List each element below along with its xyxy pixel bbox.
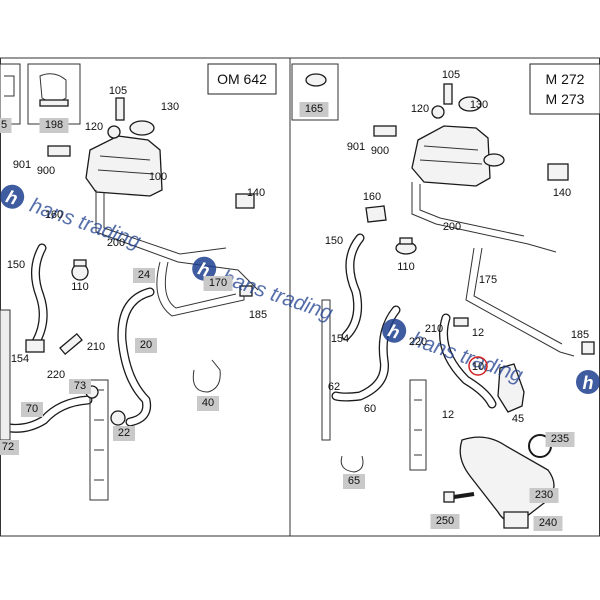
seal-240: [503, 511, 529, 529]
callout-left-22: 22: [118, 427, 130, 439]
callout-right-210-13: 210: [425, 323, 443, 335]
callout-left-70-box: [21, 402, 43, 417]
watermark-4-logo: h: [576, 370, 600, 394]
callout-right-10-18-highlight-ring: [468, 356, 488, 376]
callout-right-120-2: 120: [411, 103, 429, 115]
callout-left-154: 154: [11, 353, 29, 365]
callout-right-12-15: 12: [472, 327, 484, 339]
callout-right-62-17: 62: [328, 381, 340, 393]
callout-left-24: 24: [138, 269, 150, 281]
callout-right-250-25-box: [430, 514, 460, 529]
callout-left-110: 110: [71, 281, 89, 293]
callout-left-edge-fragment-box: [0, 118, 12, 133]
callout-right-901-4: 901: [347, 141, 365, 153]
callout-left-170: 170: [209, 277, 227, 289]
callout-left-220: 220: [47, 369, 65, 381]
callout-left-140: 140: [247, 187, 265, 199]
callout-right-65-23: 65: [348, 475, 360, 487]
callout-right-165-0-box: [299, 102, 329, 117]
callout-right-235-22-box: [545, 432, 575, 447]
engine-label-left: OM 642: [217, 71, 267, 87]
thermostat-housing-230: [459, 436, 555, 523]
inset-box-a: [0, 63, 21, 125]
callout-left-200: 200: [107, 237, 125, 249]
callout-left-72: 72: [2, 441, 14, 453]
callout-left-73-box: [69, 379, 91, 394]
callout-left-160: 160: [45, 209, 63, 221]
callout-right-154-12: 154: [331, 333, 349, 345]
engine-label-right-1: M 272: [546, 71, 585, 87]
expansion-tank-left: [85, 135, 163, 197]
callout-left-900: 900: [37, 165, 55, 177]
callout-right-220-14: 220: [409, 336, 427, 348]
callout-left-40-box: [197, 396, 219, 411]
callout-left-22-box: [113, 426, 135, 441]
callout-right-235-22: 235: [551, 433, 569, 445]
callout-left-901: 901: [13, 159, 31, 171]
callout-left-198-box: [39, 118, 69, 133]
engine-label-box-right: [529, 63, 600, 115]
expansion-tank-right: [411, 125, 491, 187]
clamp-40: [192, 359, 221, 393]
callout-left-edge-fragment: 5: [1, 119, 7, 131]
callout-left-170-box: [203, 276, 233, 291]
clip-185-left: [239, 285, 253, 297]
callout-left-210: 210: [87, 341, 105, 353]
callout-right-150-9: 150: [325, 235, 343, 247]
callout-right-200-8: 200: [443, 221, 461, 233]
callout-left-120: 120: [85, 121, 103, 133]
callout-left-198: 198: [45, 119, 63, 131]
callout-left-40: 40: [202, 397, 214, 409]
callout-right-65-23-box: [343, 474, 365, 489]
callout-left-72-box: [0, 440, 19, 455]
engine-label-box-left: [207, 63, 277, 95]
callout-left-20: 20: [140, 339, 152, 351]
callout-left-185: 185: [249, 309, 267, 321]
callout-right-45-21: 45: [512, 413, 524, 425]
clip-140-left: [235, 193, 255, 209]
callout-right-240-26: 240: [539, 517, 557, 529]
callout-left-130: 130: [161, 101, 179, 113]
engine-label-right-2: M 273: [546, 91, 585, 107]
callout-left-105: 105: [109, 85, 127, 97]
callout-right-140-7: 140: [553, 187, 571, 199]
watermark-logo-4: h: [583, 373, 594, 393]
callout-right-60-19: 60: [364, 403, 376, 415]
callout-right-230-24: 230: [535, 489, 553, 501]
callout-right-130-3: 130: [470, 99, 488, 111]
watermark-text-2: hans trading: [219, 266, 336, 325]
callout-right-10-18: 10: [472, 361, 484, 373]
callout-right-185-16: 185: [571, 329, 589, 341]
callout-left-150: 150: [7, 259, 25, 271]
callout-left-24-box: [133, 268, 155, 283]
clamp-165: [305, 73, 327, 87]
callout-right-160-6: 160: [363, 191, 381, 203]
callout-right-110-10: 110: [397, 261, 415, 273]
watermark-3: h hans trading: [382, 318, 526, 387]
callout-left-100: 100: [149, 171, 167, 183]
cap-130-left: [129, 120, 155, 136]
callout-right-12-20: 12: [442, 409, 454, 421]
callout-right-240-26-box: [533, 516, 563, 531]
callout-left-73: 73: [74, 380, 86, 392]
inset-box-198: [27, 63, 81, 125]
callout-right-165-0: 165: [305, 103, 323, 115]
callout-right-250-25: 250: [436, 515, 454, 527]
callout-right-175-11: 175: [479, 274, 497, 286]
callout-left-70: 70: [26, 403, 38, 415]
callout-right-900-5: 900: [371, 145, 389, 157]
callout-right-105-1: 105: [442, 69, 460, 81]
callout-right-230-24-box: [529, 488, 559, 503]
callout-left-20-box: [135, 338, 157, 353]
